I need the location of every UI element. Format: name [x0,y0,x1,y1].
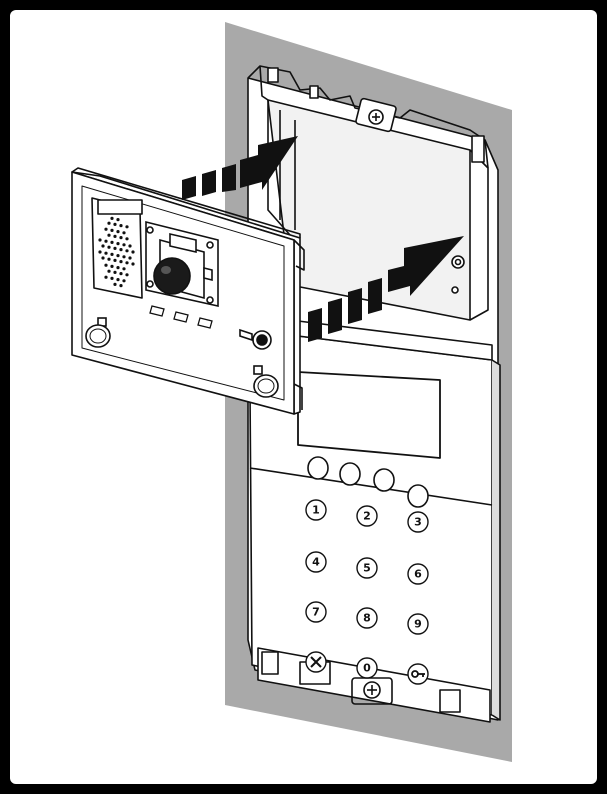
grille-hole [128,244,132,248]
cancel-x-icon [310,656,322,668]
grille-hole [116,242,120,246]
keypad-key[interactable] [356,607,378,629]
grille-hole [113,270,117,274]
display-screen [297,371,441,459]
grille-hole [107,269,111,273]
grille-hole [116,278,120,282]
grille-hole [113,246,117,250]
grille-hole [116,266,120,270]
grille-hole [104,275,108,279]
grille-hole [122,267,126,271]
function-button[interactable] [407,484,429,508]
keypad-key[interactable] [305,499,327,521]
grille-hole [122,279,126,283]
grille-hole [119,224,123,228]
keypad-key[interactable] [407,563,429,585]
grille-hole [128,256,132,260]
call-button-left[interactable] [85,324,111,348]
keypad-key-label: 8 [363,612,371,625]
keypad-labels: 1 2 3 4 5 6 7 8 9 0 [310,504,425,678]
grille-hole [104,251,108,255]
grille-hole [125,261,129,265]
keypad-key-label: 3 [414,516,422,529]
grille-hole [107,221,111,225]
call-buttons [85,317,279,398]
grille-hole [113,234,117,238]
grille-hole [125,249,129,253]
grille-hole [125,237,129,241]
function-button[interactable] [307,456,329,480]
keypad-key-label: 9 [414,618,422,631]
grille-hole [110,264,114,268]
grille-hole [125,225,129,229]
keypad-key-label: 2 [363,510,371,523]
grille-hole [116,230,120,234]
insertion-arrow-icon [182,136,464,342]
keypad-key[interactable] [356,657,378,679]
grille-hole [119,272,123,276]
grille-hole [110,216,114,220]
grille-hole [113,222,117,226]
grille-hole [107,233,111,237]
key-icon [411,670,425,678]
grille-hole [104,227,108,231]
grille-hole [116,254,120,258]
grille-hole [107,245,111,249]
grille-hole [119,260,123,264]
keypad-key[interactable] [305,551,327,573]
grille-hole [110,252,114,256]
keypad-key-label: 0 [363,662,371,675]
grille-hole [98,238,102,242]
grille-hole [113,282,117,286]
function-buttons [307,456,429,508]
keypad-key-label: 7 [312,606,320,619]
camera-lens-icon [153,257,191,295]
grille-hole [113,258,117,262]
grille-hole [119,284,123,288]
grille-hole [101,256,105,260]
keypad-key[interactable] [407,613,429,635]
led-indicators [149,305,213,329]
grille-hole [119,248,123,252]
grille-hole [122,231,126,235]
grille-hole [110,228,114,232]
keypad-key[interactable] [305,601,327,623]
keypad-key-label: 5 [363,562,371,575]
keypad-key-label: 1 [312,504,320,517]
grille-hole [122,243,126,247]
keypad-key[interactable] [407,511,429,533]
grille-hole [101,244,105,248]
function-button[interactable] [339,462,361,486]
grille-hole [125,273,129,277]
grille-hole [110,276,114,280]
keypad-key-label: 6 [414,568,422,581]
grille-hole [122,255,126,259]
camera-unit [145,220,219,307]
speaker-grille-icon [98,216,135,288]
keypad-key[interactable] [356,557,378,579]
keypad-key-label: 4 [312,556,320,569]
grille-hole [107,257,111,261]
grille-hole [104,239,108,243]
grille-hole [110,240,114,244]
function-button[interactable] [373,468,395,492]
grille-hole [119,236,123,240]
grille-hole [104,263,108,267]
keypad-key[interactable] [356,505,378,527]
call-button-right[interactable] [253,374,279,398]
grille-hole [131,250,135,254]
grille-hole [131,262,135,266]
grille-hole [116,218,120,222]
grille-hole [98,250,102,254]
